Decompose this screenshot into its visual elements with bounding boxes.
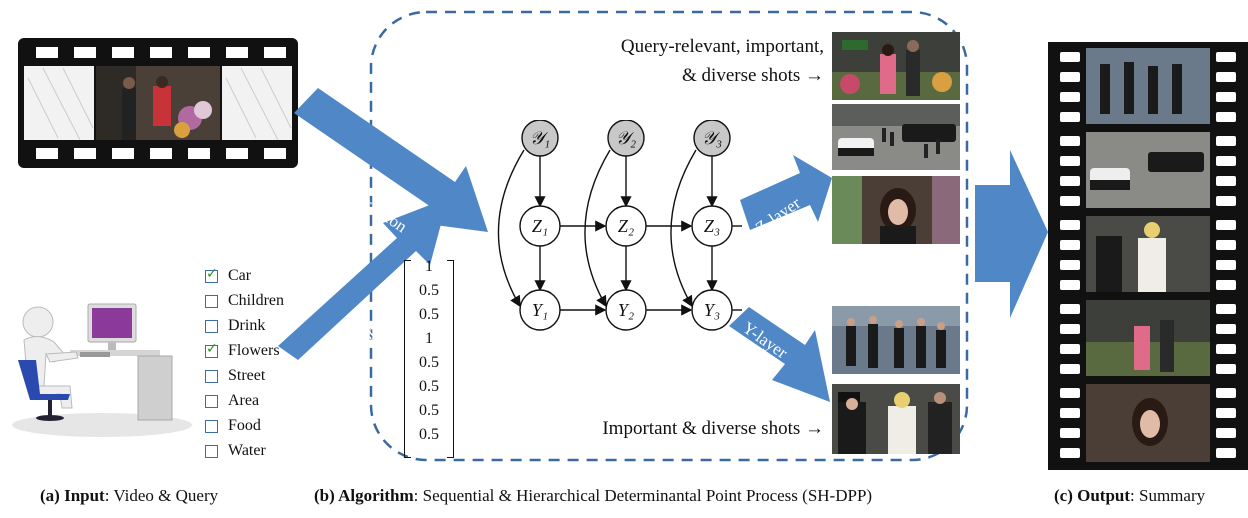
node-cal-y1 — [521, 120, 559, 157]
z-layer-arrow — [740, 155, 832, 230]
node-label: Z₂ — [618, 216, 634, 236]
query-label: Flowers — [228, 342, 280, 359]
node-y2 — [605, 289, 647, 331]
checkbox-street[interactable] — [205, 369, 218, 383]
node-y1 — [519, 289, 561, 331]
query-item-children[interactable]: Children — [205, 289, 284, 313]
top-shots-text-line2: & diverse shots → — [682, 65, 824, 86]
node-cal-y3 — [693, 120, 731, 157]
selected-shot-3 — [832, 176, 960, 244]
query-label: Area — [228, 392, 260, 409]
query-item-water[interactable]: Water — [205, 439, 266, 463]
input-caption: (a) Input: Video & Query — [40, 486, 218, 506]
output-caption-text: : Summary — [1130, 486, 1206, 505]
user-at-computer-illustration — [12, 303, 192, 437]
query-label: Water — [228, 442, 266, 459]
vector-value: 0.5 — [419, 378, 439, 395]
checkbox-children[interactable] — [205, 294, 218, 308]
node-y3 — [691, 289, 733, 331]
top-shots-text-line1: Query-relevant, important, — [620, 36, 824, 57]
checkbox-water[interactable] — [205, 444, 218, 458]
algorithm-caption: (b) Algorithm: Sequential & Hierarchical… — [314, 486, 872, 506]
query-item-street[interactable]: Street — [205, 364, 265, 388]
input-caption-title: (a) Input — [40, 486, 105, 505]
query-item-car[interactable]: Car — [205, 264, 251, 288]
selected-shot-1 — [832, 32, 960, 100]
checkbox-food[interactable] — [205, 419, 218, 433]
checkbox-flowers[interactable] — [205, 341, 218, 358]
vector-value: 1 — [425, 330, 433, 347]
node-label: 𝒴₁ — [530, 128, 550, 148]
input-video-filmstrip — [18, 38, 298, 168]
vector-value: 0.5 — [419, 306, 439, 323]
node-label: Y₂ — [618, 300, 634, 320]
vector-value: 0.5 — [419, 426, 439, 443]
output-caption: (c) Output: Summary — [1054, 486, 1205, 506]
node-cal-y2 — [607, 120, 645, 157]
node-label: Z₁ — [532, 216, 548, 236]
selected-shot-4 — [832, 306, 960, 374]
bottom-shots-text: Important & diverse shots → — [602, 418, 824, 439]
checkbox-area[interactable] — [205, 394, 218, 408]
output-arrow — [975, 150, 1048, 318]
query-label: Street — [228, 367, 266, 384]
query-item-flowers[interactable]: Flowers — [205, 339, 280, 363]
query-item-drink[interactable]: Drink — [205, 314, 265, 338]
output-summary-filmstrip — [1048, 42, 1248, 470]
node-label: 𝒴₃ — [702, 128, 722, 148]
vector-value: 0.5 — [419, 282, 439, 299]
checkbox-drink[interactable] — [205, 319, 218, 333]
feature-extraction-arrow — [294, 88, 488, 232]
vector-value: 0.5 — [419, 402, 439, 419]
query-item-food[interactable]: Food — [205, 414, 261, 438]
vector-value: 0.5 — [419, 354, 439, 371]
vector-value: 1 — [425, 258, 433, 275]
node-z3 — [691, 205, 733, 247]
node-z1 — [519, 205, 561, 247]
algorithm-caption-title: (b) Algorithm — [314, 486, 414, 505]
input-caption-text: : Video & Query — [104, 486, 219, 505]
algorithm-boundary — [369, 10, 969, 462]
sh-dpp-graph: 𝒴₁ 𝒴₂ 𝒴₃ Z₁ Z₂ Z₃ Y₁ Y₂ Y₃ — [497, 120, 742, 331]
node-z2 — [605, 205, 647, 247]
query-label: Drink — [228, 317, 266, 334]
query-label: Car — [228, 267, 252, 284]
node-label: 𝒴₂ — [616, 128, 636, 148]
query-label: Food — [228, 417, 261, 434]
scaling-arrow — [278, 198, 448, 360]
query-label: Children — [228, 292, 284, 309]
node-label: Y₃ — [704, 300, 720, 320]
algorithm-caption-text: : Sequential & Hierarchical Determinanta… — [413, 486, 873, 505]
checkbox-car[interactable] — [205, 266, 218, 283]
y-layer-arrow — [729, 307, 830, 402]
node-label: Y₁ — [532, 300, 548, 320]
selected-shot-2 — [832, 104, 960, 170]
query-item-area[interactable]: Area — [205, 389, 259, 413]
output-caption-title: (c) Output — [1054, 486, 1131, 505]
node-label: Z₃ — [704, 216, 720, 236]
query-vector: 1 0.5 0.5 1 0.5 0.5 0.5 0.5 — [404, 258, 454, 460]
selected-shot-5 — [832, 384, 960, 454]
